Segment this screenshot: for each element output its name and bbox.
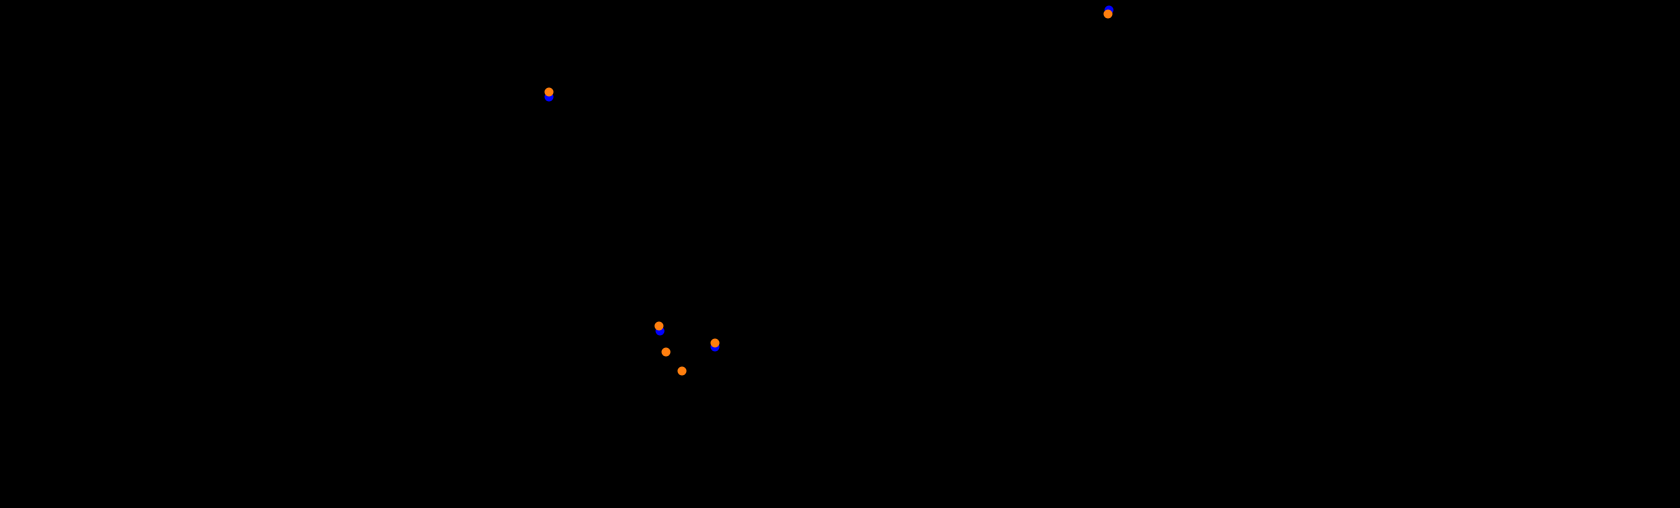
orange-point [544, 87, 554, 97]
orange-point [1103, 9, 1113, 19]
orange-point [710, 338, 720, 348]
blue-point [544, 92, 554, 102]
blue-point [655, 326, 665, 336]
orange-point [654, 321, 664, 331]
orange-point [661, 347, 671, 357]
orange-point [677, 366, 687, 376]
